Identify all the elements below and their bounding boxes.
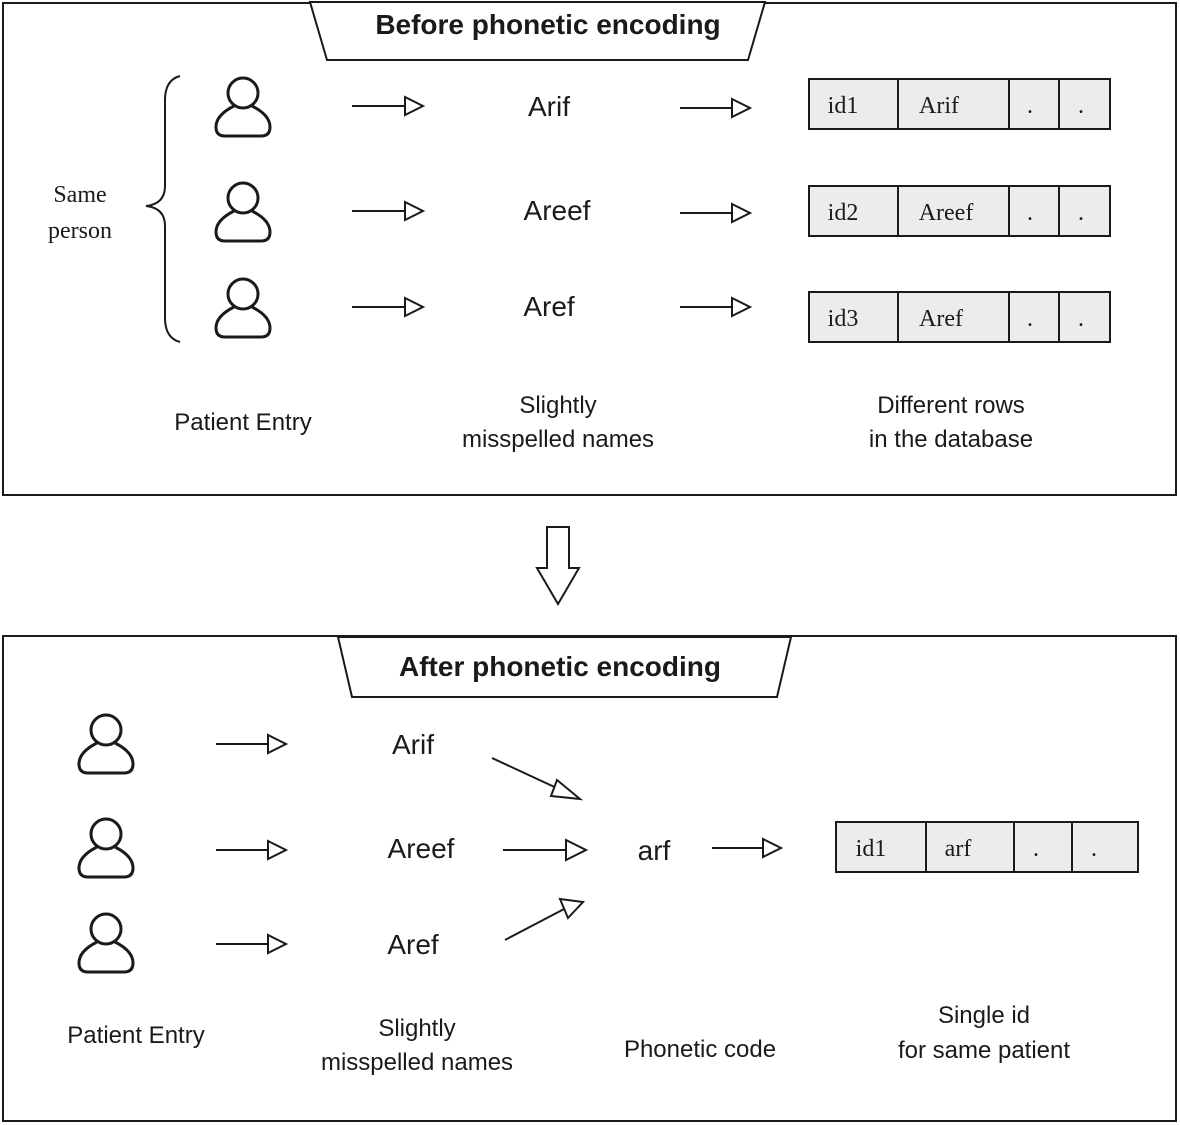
db-row-cell: .	[1091, 836, 1097, 862]
after-code-label: Phonetic code	[624, 1036, 776, 1063]
arrow-icon	[491, 757, 584, 801]
db-row-cell: Arif	[919, 93, 959, 119]
arrow-icon	[216, 933, 289, 955]
before-name-2: Areef	[524, 195, 591, 226]
same-person-label-line1: Same	[53, 182, 106, 208]
db-row-cell: id1	[856, 836, 887, 862]
arrow-icon	[503, 838, 589, 862]
db-row-2: id2 Areef . .	[808, 185, 1111, 237]
before-title: Before phonetic encoding	[375, 9, 720, 40]
arrow-icon	[352, 200, 426, 222]
same-person-brace	[145, 75, 181, 343]
arrow-icon	[712, 837, 784, 859]
after-single-label-line1: Single id	[938, 1002, 1030, 1029]
db-row-1: id1 Arif . .	[808, 78, 1111, 130]
after-names-label-line1: Slightly	[378, 1015, 455, 1042]
db-row-cell: Aref	[919, 306, 963, 332]
db-row-cell: .	[1078, 93, 1084, 119]
db-row-cell: id2	[828, 200, 859, 226]
db-row-cell: arf	[945, 836, 972, 862]
arrow-icon	[216, 839, 289, 861]
db-row-cell: .	[1078, 200, 1084, 226]
before-names-label-line2: misspelled names	[462, 426, 654, 453]
after-title-banner	[336, 636, 793, 698]
before-panel: Before phonetic encoding Same person Ari…	[2, 1, 1177, 496]
down-arrow-icon	[535, 526, 581, 606]
db-row-cell: id1	[828, 93, 859, 119]
db-row-cell: .	[1027, 306, 1033, 332]
arrow-icon	[680, 97, 753, 119]
before-patient-entry-label: Patient Entry	[174, 409, 311, 436]
db-row-cell: Areef	[919, 200, 974, 226]
db-row-cell: .	[1027, 93, 1033, 119]
after-name-1: Arif	[392, 729, 434, 760]
after-single-label-line2: for same patient	[898, 1037, 1070, 1064]
arrow-icon	[680, 296, 753, 318]
db-row-cell: .	[1027, 200, 1033, 226]
db-row-3: id3 Aref . .	[808, 291, 1111, 343]
before-name-1: Arif	[528, 91, 570, 122]
before-title-banner	[308, 1, 767, 61]
after-name-2: Areef	[388, 833, 455, 864]
after-name-3: Aref	[387, 929, 439, 960]
after-patient-entry-label: Patient Entry	[67, 1022, 204, 1049]
before-name-3: Aref	[523, 291, 575, 322]
arrow-icon	[504, 897, 586, 941]
db-row-single: id1 arf . .	[835, 821, 1139, 873]
after-title: After phonetic encoding	[399, 651, 721, 682]
phonetic-code: arf	[638, 835, 671, 866]
db-row-cell: id3	[828, 306, 859, 332]
after-panel: After phonetic encoding Arif Areef Aref	[2, 635, 1177, 1122]
arrow-icon	[680, 202, 753, 224]
arrow-icon	[352, 296, 426, 318]
db-row-cell: .	[1033, 836, 1039, 862]
arrow-icon	[352, 95, 426, 117]
same-person-label-line2: person	[48, 218, 112, 244]
before-names-label-line1: Slightly	[519, 392, 596, 419]
arrow-icon	[216, 733, 289, 755]
before-rows-label-line2: in the database	[869, 426, 1033, 453]
before-rows-label-line1: Different rows	[877, 392, 1025, 419]
db-row-cell: .	[1078, 306, 1084, 332]
after-names-label-line2: misspelled names	[321, 1049, 513, 1076]
